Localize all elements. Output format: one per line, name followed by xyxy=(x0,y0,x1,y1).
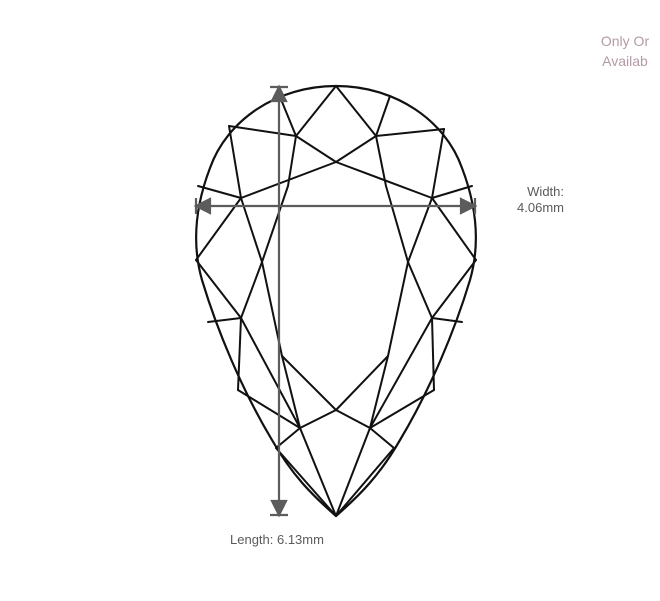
availability-note-line2: Availab xyxy=(602,53,648,69)
availability-note-line1: Only Or xyxy=(600,33,650,49)
width-measure-line xyxy=(193,197,478,215)
availability-note: Only Or Availab xyxy=(590,31,660,71)
gem-facets xyxy=(195,85,477,517)
width-label: Width: 4.06mm xyxy=(500,184,564,216)
width-label-title: Width: xyxy=(527,184,564,199)
width-label-value: 4.06mm xyxy=(517,200,564,215)
length-label: Length: 6.13mm xyxy=(230,532,324,547)
length-measure-line xyxy=(270,84,288,518)
gem-outline xyxy=(195,84,477,518)
